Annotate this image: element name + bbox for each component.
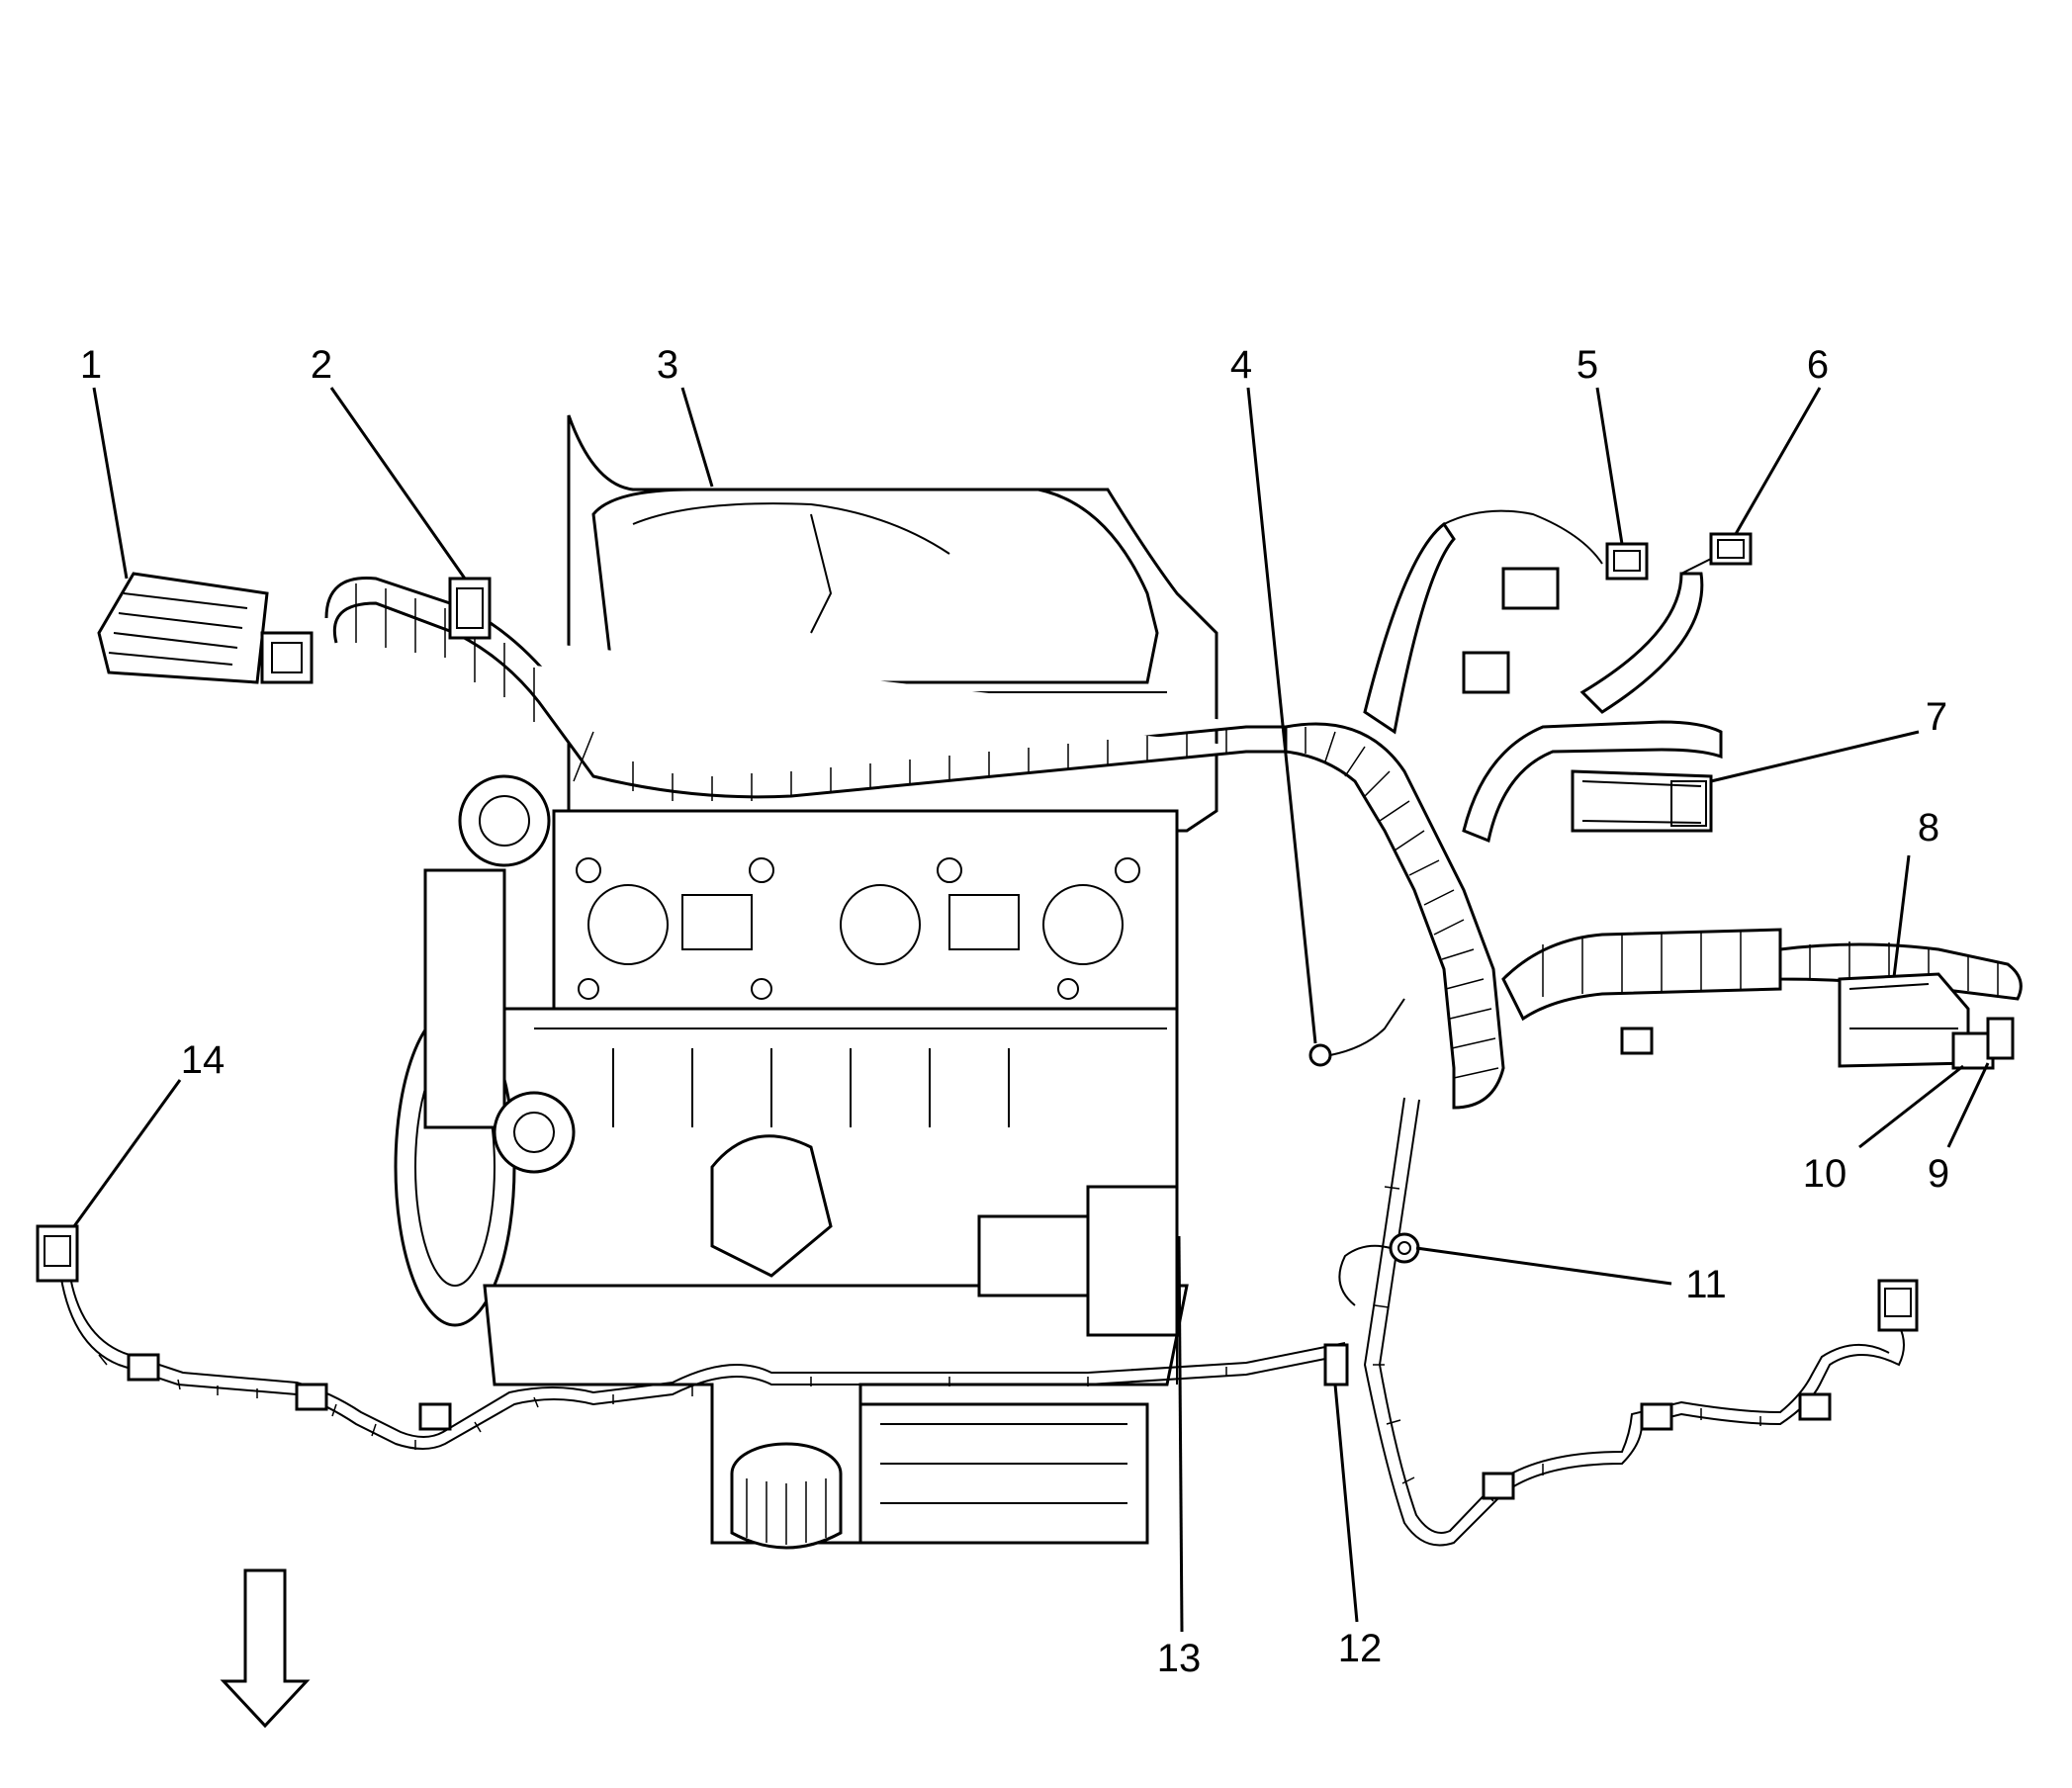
callout-numbers: 1 2 3 4 5 6 7 8 9 10 11 12 13 14 xyxy=(80,343,1949,1680)
oxygen-sensor-right xyxy=(1482,1279,1919,1500)
engine-assembly xyxy=(394,414,1218,1550)
callout-10: 10 xyxy=(1803,1152,1847,1196)
leader-lines xyxy=(72,387,1990,1633)
callout-7: 7 xyxy=(1926,695,1947,739)
callout-4: 4 xyxy=(1230,343,1252,387)
callout-12: 12 xyxy=(1338,1627,1383,1670)
wiring-harness xyxy=(58,509,2023,1547)
callout-5: 5 xyxy=(1577,343,1598,387)
ecm-connector xyxy=(97,572,314,684)
harness-clip-12 xyxy=(1323,1343,1349,1386)
connector-5 xyxy=(1605,542,1649,581)
callout-9: 9 xyxy=(1928,1152,1949,1196)
callout-6: 6 xyxy=(1807,343,1829,387)
callout-11: 11 xyxy=(1685,1263,1727,1306)
oxygen-sensor-14 xyxy=(36,1224,452,1431)
connector-block-8 xyxy=(1838,972,2015,1070)
oil-filter xyxy=(730,1442,843,1550)
throttle-connector xyxy=(448,577,492,640)
callout-13: 13 xyxy=(1157,1637,1202,1680)
callout-1: 1 xyxy=(80,343,102,387)
ground-ring-11 xyxy=(1338,1232,1420,1306)
callout-2: 2 xyxy=(311,343,332,387)
ground-terminal xyxy=(1308,998,1405,1067)
callout-8: 8 xyxy=(1918,806,1939,849)
exhaust-ports xyxy=(576,857,1140,1000)
callout-14: 14 xyxy=(181,1038,225,1082)
connector-7 xyxy=(1571,769,1713,833)
callout-3: 3 xyxy=(657,343,678,387)
connector-6 xyxy=(1709,532,1753,566)
loose-connectors xyxy=(1462,567,1654,1055)
down-arrow-icon xyxy=(220,1568,311,1729)
